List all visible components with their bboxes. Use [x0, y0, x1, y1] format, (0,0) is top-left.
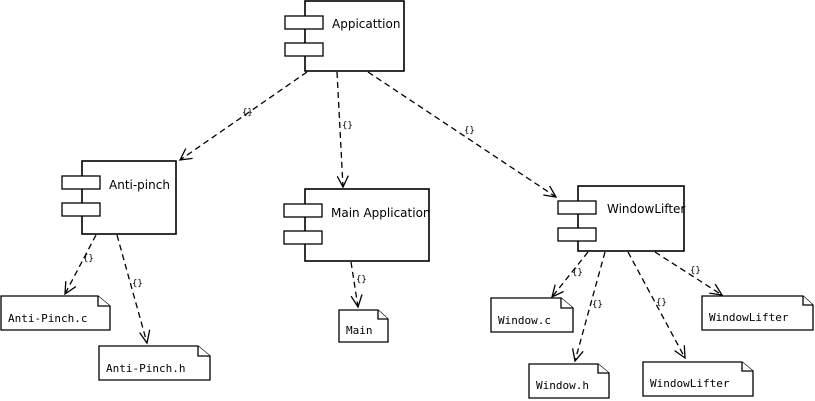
dependency-label: {} — [342, 121, 353, 131]
file-window-h[interactable]: Window.h — [528, 363, 610, 399]
component-port-icon — [61, 202, 101, 217]
component-port-icon — [284, 15, 324, 30]
file-name: Main — [346, 324, 373, 337]
file-anti-pinch-h[interactable]: Anti-Pinch.h — [98, 345, 211, 381]
file-anti-pinch-c[interactable]: Anti-Pinch.c — [0, 295, 111, 331]
dep-application-to-main-application: {} — [336, 71, 353, 189]
file-window-c[interactable]: Window.c — [490, 297, 574, 333]
component-window-lifter[interactable]: WindowLifter — [557, 185, 685, 252]
component-name: Main Application — [331, 206, 431, 220]
dep-window-lifter-to-window-c: {} — [551, 251, 589, 299]
dep-application-to-window-lifter: {} — [367, 71, 558, 198]
file-name: Anti-Pinch.c — [8, 312, 87, 325]
dep-application-to-anti-pinch: {} — [178, 71, 308, 161]
dependency-label: {} — [656, 298, 667, 308]
component-main-application[interactable]: Main Application — [283, 188, 431, 262]
dependency-label: {} — [356, 275, 367, 285]
component-name: WindowLifter — [607, 202, 685, 216]
file-name: WindowLifter — [709, 311, 789, 324]
dep-window-lifter-to-window-h: {} — [571, 251, 606, 363]
component-name: Anti-pinch — [109, 178, 170, 192]
dependency-label: {} — [132, 279, 143, 289]
dep-anti-pinch-to-anti-pinch-h: {} — [116, 234, 151, 345]
dep-main-application-to-main: {} — [350, 261, 367, 309]
component-port-icon — [283, 230, 323, 245]
dependency-label: {} — [83, 254, 94, 264]
file-name: Window.c — [498, 314, 551, 327]
file-name: Window.h — [536, 379, 589, 392]
dependency-label: {} — [690, 266, 701, 276]
dep-anti-pinch-to-anti-pinch-c: {} — [64, 234, 97, 296]
component-port-icon — [61, 175, 101, 190]
component-name: Appicattion — [332, 17, 400, 31]
file-window-lifter-1[interactable]: WindowLifter — [642, 361, 754, 397]
dep-window-lifter-to-window-lifter-2: {} — [654, 251, 724, 296]
file-name: WindowLifter — [650, 377, 730, 390]
dependency-label: {} — [572, 268, 583, 278]
component-port-icon — [557, 227, 597, 242]
file-main[interactable]: Main — [338, 309, 389, 343]
component-anti-pinch[interactable]: Anti-pinch — [61, 160, 177, 235]
component-port-icon — [557, 200, 597, 215]
component-port-icon — [283, 203, 323, 218]
component-port-icon — [284, 42, 324, 57]
dependency-label: {} — [242, 108, 253, 118]
file-window-lifter-2[interactable]: WindowLifter — [701, 295, 814, 331]
component-application[interactable]: Appicattion — [284, 0, 405, 72]
file-name: Anti-Pinch.h — [106, 362, 185, 375]
dep-window-lifter-to-window-lifter-1: {} — [627, 251, 686, 360]
dependency-label: {} — [464, 126, 475, 136]
dependency-label: {} — [592, 300, 603, 310]
